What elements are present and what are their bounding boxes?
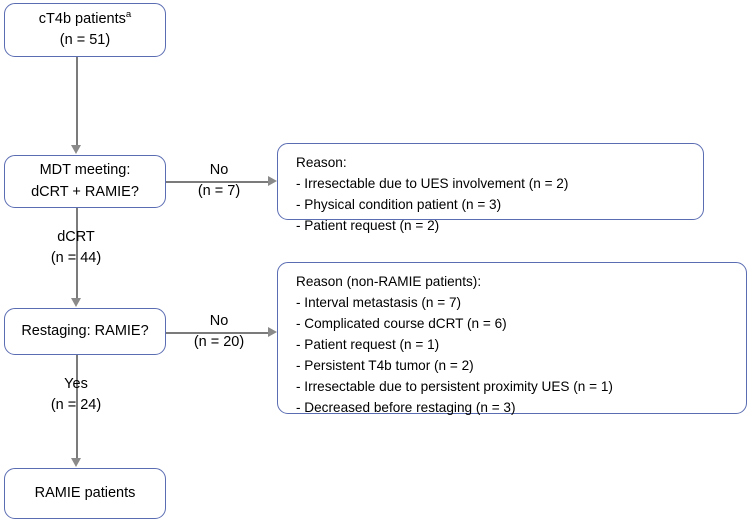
edge-label-restaging-no: No (n = 20) (183, 311, 255, 353)
node-reason-restaging-item-1: - Interval metastasis (n = 7) (296, 294, 462, 310)
node-cohort-line2: (n = 51) (59, 32, 111, 48)
edge-label-dcrt: dCRT (n = 44) (43, 227, 109, 269)
arrowhead-restaging-to-final (71, 458, 82, 467)
connector-restaging-to-final (76, 355, 78, 459)
node-mdt-meeting: MDT meeting: dCRT + RAMIE? (4, 155, 166, 208)
edge-label-mdt-no-count: (n = 7) (197, 183, 241, 200)
node-restaging-line1: Restaging: RAMIE? (21, 322, 149, 339)
edge-label-yes-count: (n = 24) (50, 397, 102, 414)
node-mdt-text: MDT meeting: dCRT + RAMIE? (31, 160, 139, 202)
edge-label-mdt-no: No (n = 7) (186, 160, 252, 202)
node-reason-restaging: Reason (non-RAMIE patients): - Interval … (277, 262, 747, 415)
node-mdt-line2: dCRT + RAMIE? (31, 183, 139, 200)
node-ramie-line1: RAMIE patients (34, 484, 136, 501)
edge-label-restaging-no-count: (n = 20) (193, 334, 245, 351)
node-reason-restaging-header: Reason (non-RAMIE patients): (296, 274, 482, 289)
connector-mdt-no (166, 181, 268, 183)
connector-cohort-to-mdt (76, 57, 78, 146)
node-cohort-line1: cT4b patientsa (39, 9, 131, 30)
node-reason-mdt-item-1: - Irresectable due to UES involvement (n… (296, 175, 569, 191)
connector-mdt-to-restaging (76, 208, 78, 299)
node-restaging: Restaging: RAMIE? (4, 308, 166, 355)
node-cohort-label: cT4b patients (38, 10, 126, 27)
node-restaging-text: Restaging: RAMIE? (21, 321, 148, 342)
node-reason-restaging-item-2: - Complicated course dCRT (n = 6) (296, 315, 507, 331)
edge-label-yes-text: Yes (64, 376, 88, 392)
node-ramie-patients: RAMIE patients (4, 468, 166, 519)
edge-label-restaging-no-text: No (209, 313, 229, 329)
edge-label-dcrt-text: dCRT (57, 229, 95, 245)
node-reason-mdt-item-3: - Patient request (n = 2) (296, 217, 440, 233)
node-reason-mdt: Reason: - Irresectable due to UES involv… (277, 143, 704, 233)
edge-label-mdt-no-text: No (209, 162, 229, 178)
node-reason-restaging-item-3: - Patient request (n = 1) (296, 336, 440, 352)
node-reason-restaging-item-4: - Persistent T4b tumor (n = 2) (296, 357, 474, 373)
node-mdt-line1: MDT meeting: (39, 162, 131, 179)
arrowhead-mdt-no (268, 176, 277, 187)
node-cohort-text: cT4b patientsa (n = 51) (39, 9, 131, 51)
node-cohort-superscript: a (125, 9, 132, 21)
node-reason-restaging-item-5: - Irresectable due to persistent proximi… (296, 378, 613, 394)
node-reason-mdt-header: Reason: (296, 155, 347, 170)
node-reason-restaging-item-6: - Decreased before restaging (n = 3) (296, 399, 516, 415)
arrowhead-cohort-to-mdt (71, 145, 82, 154)
node-cohort: cT4b patientsa (n = 51) (4, 3, 166, 57)
edge-label-yes: Yes (n = 24) (43, 374, 109, 416)
edge-label-dcrt-count: (n = 44) (50, 250, 102, 267)
connector-restaging-no (166, 332, 268, 334)
node-reason-mdt-item-2: - Physical condition patient (n = 3) (296, 196, 502, 212)
arrowhead-restaging-no (268, 327, 277, 338)
node-ramie-text: RAMIE patients (35, 483, 136, 504)
arrowhead-mdt-to-restaging (71, 298, 82, 307)
